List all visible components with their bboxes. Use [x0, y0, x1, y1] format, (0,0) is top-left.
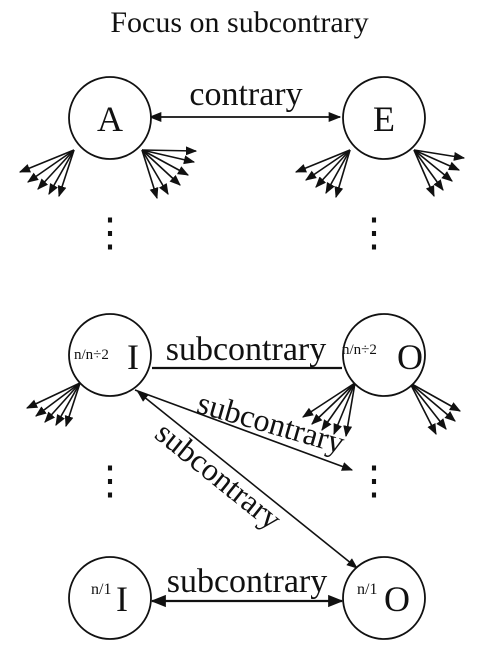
node-i-bottom-circle — [68, 556, 152, 640]
subcontrary-bottom-label: subcontrary — [167, 563, 328, 600]
diagram-title: Focus on subcontrary — [110, 6, 369, 39]
e-outgoing-arrows-left — [294, 149, 351, 199]
ellipsis-right-lower: ⋮ — [354, 458, 394, 503]
subcontrary-mid-label: subcontrary — [193, 384, 348, 460]
subcontrary-diag-arrow — [137, 391, 358, 569]
node-i-top-prefix: n/n÷2 — [74, 347, 109, 363]
node-o-top-circle — [342, 313, 426, 397]
ellipsis-left-lower: ⋮ — [90, 458, 130, 503]
ellipsis-right-upper: ⋮ — [354, 210, 394, 255]
node-a-label: A — [97, 99, 123, 139]
node-o-bottom-prefix: n/1 — [357, 581, 377, 598]
contrary-label: contrary — [189, 76, 302, 113]
node-o-bottom-label: O — [384, 579, 410, 619]
node-o-top-prefix: n/n÷2 — [342, 342, 377, 358]
o-top-outgoing-arrows-right — [409, 382, 461, 435]
o-top-outgoing-arrows-left — [302, 382, 356, 438]
ellipsis-left-upper: ⋮ — [90, 210, 130, 255]
node-e-label: E — [373, 99, 395, 139]
node-i-top-circle — [68, 313, 152, 397]
a-outgoing-arrows-right — [141, 146, 198, 200]
i-top-outgoing-arrows — [25, 382, 81, 428]
node-i-top-label: I — [127, 337, 139, 377]
e-outgoing-arrows-right — [413, 149, 466, 198]
subcontrary-top-label: subcontrary — [166, 331, 327, 368]
node-i-bottom-prefix: n/1 — [91, 581, 111, 598]
a-outgoing-arrows-left — [18, 149, 75, 198]
node-o-top-label: O — [397, 337, 423, 377]
node-a-circle — [68, 76, 152, 160]
node-e-circle — [342, 76, 426, 160]
node-o-bottom-circle — [342, 556, 426, 640]
node-i-bottom-label: I — [116, 579, 128, 619]
